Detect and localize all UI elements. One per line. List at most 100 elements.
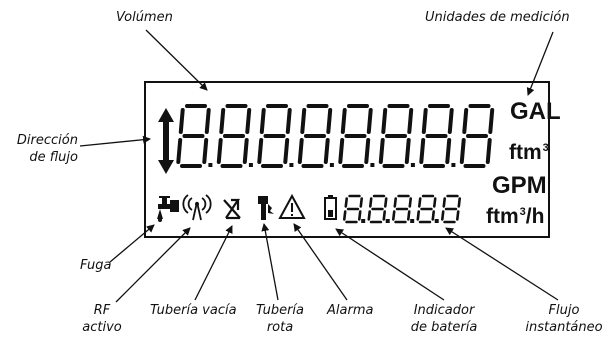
digit-segment <box>393 197 398 208</box>
digit-segment <box>245 108 252 134</box>
digit-segment <box>462 108 469 134</box>
callout-rf: RF activo <box>82 302 122 336</box>
leader-tuberia-rota <box>261 223 279 301</box>
decimal-point <box>370 163 375 167</box>
digit-segment <box>419 138 426 164</box>
leader-tuberia-vacia <box>194 225 233 301</box>
digit-segment <box>323 138 330 164</box>
leader-rf <box>115 227 191 303</box>
digit-segment <box>283 138 290 164</box>
rf-antenna-icon <box>182 194 212 221</box>
lcd-digit <box>378 104 415 168</box>
warning-triangle-icon <box>278 193 306 219</box>
digit-segment <box>378 138 385 164</box>
digit-segment <box>406 210 411 221</box>
unit-ftm3-exp: 3 <box>542 142 549 154</box>
callout-bateria: Indicador de batería <box>402 302 486 336</box>
callout-tuberia-rota-line1: Tubería <box>255 303 305 318</box>
unit-gal: GAL <box>510 98 561 125</box>
unit-ftm3h-suffix: /h <box>525 205 545 228</box>
digit-segment <box>368 197 373 208</box>
broken-pipe-icon <box>258 196 274 220</box>
digit-segment <box>359 197 364 208</box>
unit-ftm3: ftm3 <box>509 141 549 165</box>
main-digit-row <box>176 104 495 168</box>
digit-segment <box>366 108 373 134</box>
digit-segment <box>431 210 436 221</box>
callout-rf-line2: activo <box>82 320 122 335</box>
digit-segment <box>442 197 447 208</box>
digit-segment <box>382 210 387 221</box>
leader-lines <box>79 29 559 303</box>
callout-alarma: Alarma <box>327 303 374 318</box>
digit-segment <box>178 108 185 134</box>
lcd-digit <box>257 104 294 168</box>
digit-segment <box>300 108 307 134</box>
unit-ftm3h-exp: 3 <box>519 206 526 218</box>
callout-direccion-line1: Dirección <box>16 133 78 148</box>
digit-segment <box>219 108 226 134</box>
decimal-point <box>248 163 253 167</box>
digit-segment <box>338 138 345 164</box>
secondary-digit-row <box>342 194 462 224</box>
digit-segment <box>257 138 264 164</box>
digit-segment <box>297 138 304 164</box>
callout-tuberia-rota-line2: rota <box>266 320 294 335</box>
lcd-digit <box>416 194 439 224</box>
lcd-digit <box>216 104 253 168</box>
callout-direccion-line2: de flujo <box>29 150 78 165</box>
digit-segment <box>457 197 462 208</box>
digit-segment <box>416 210 421 221</box>
up-down-arrow-icon <box>158 108 174 174</box>
digit-segment <box>285 108 292 134</box>
digit-segment <box>357 210 362 221</box>
unit-ftm3h: ftm3/h <box>486 205 544 229</box>
digit-segment <box>485 138 492 164</box>
leader-bateria <box>335 228 445 301</box>
unit-ftm3-base: ftm <box>509 141 542 164</box>
decimal-point <box>329 163 334 167</box>
callout-flujo: Flujo instantáneo <box>517 302 611 336</box>
leader-unidades <box>526 31 554 96</box>
decimal-point <box>410 219 415 223</box>
digit-segment <box>408 197 413 208</box>
decimal-point <box>208 163 213 167</box>
callout-direccion: Dirección de flujo <box>6 132 78 166</box>
callout-tuberia-vacia: Tubería vacía <box>150 303 237 318</box>
digit-segment <box>459 138 466 164</box>
decimal-point <box>434 219 439 223</box>
leader-alarma <box>293 223 348 301</box>
digit-segment <box>440 210 445 221</box>
digit-segment <box>204 108 211 134</box>
lcd-digit <box>342 194 366 224</box>
digit-segment <box>445 138 452 164</box>
decimal-point <box>451 163 456 167</box>
callout-rf-line1: RF <box>93 303 111 318</box>
digit-segment <box>421 108 428 134</box>
digit-segment <box>342 210 347 221</box>
digit-segment <box>432 197 437 208</box>
decimal-point <box>361 219 366 223</box>
digit-segment <box>259 108 266 134</box>
unit-gpm: GPM <box>492 172 547 199</box>
battery-icon <box>324 195 337 220</box>
digit-segment <box>407 108 414 134</box>
digit-segment <box>367 210 372 221</box>
digit-segment <box>242 138 249 164</box>
digit-segment <box>391 210 396 221</box>
empty-pipe-icon <box>223 198 241 220</box>
decimal-point <box>289 163 294 167</box>
unit-ftm3h-base: ftm <box>486 205 519 228</box>
callout-fuga: Fuga <box>80 258 112 273</box>
lcd-digit <box>391 194 415 224</box>
callout-volumen: Volúmen <box>116 10 173 25</box>
digit-segment <box>344 197 349 208</box>
digit-segment <box>417 197 422 208</box>
callout-flujo-line1: Flujo <box>548 303 580 318</box>
callout-unidades: Unidades de medición <box>425 10 570 25</box>
callout-tuberia-rota: Tubería rota <box>250 302 310 336</box>
callout-flujo-line2: instantáneo <box>525 320 603 335</box>
decimal-point <box>385 219 390 223</box>
leader-direccion <box>79 135 151 147</box>
